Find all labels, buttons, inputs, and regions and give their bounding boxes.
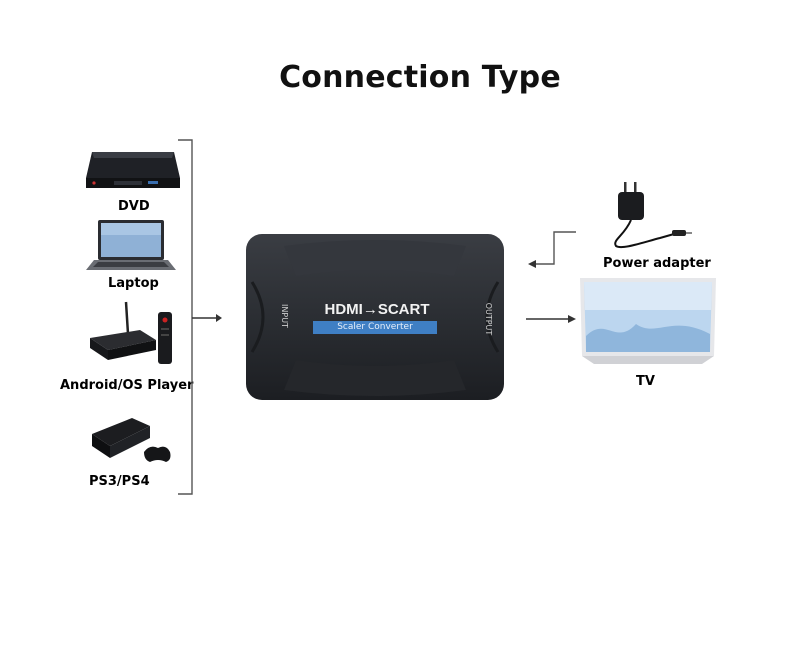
source-label-android: Android/OS Player [60, 378, 194, 393]
power-arrow [524, 228, 580, 272]
converter-input-label: INPUT [280, 304, 289, 328]
page-title: Connection Type [279, 60, 561, 95]
tv-icon [576, 276, 720, 366]
android-box-icon [86, 296, 182, 368]
source-label-laptop: Laptop [108, 276, 159, 291]
power-adapter-label: Power adapter [603, 256, 711, 271]
tv-label: TV [636, 374, 655, 389]
game-console-icon [88, 412, 172, 468]
source-bracket [176, 138, 226, 498]
source-label-ps: PS3/PS4 [89, 474, 150, 489]
converter-subtitle-badge: Scaler Converter [313, 321, 437, 334]
laptop-icon [84, 218, 178, 274]
source-label-dvd: DVD [118, 199, 150, 214]
output-arrow [524, 312, 578, 326]
converter-brand: HDMI→SCART [324, 301, 430, 318]
converter-output-label: OUTPUT [484, 302, 493, 336]
dvd-player-icon [84, 150, 182, 192]
power-adapter-icon [604, 180, 694, 250]
hdmi-scart-converter [244, 232, 506, 402]
